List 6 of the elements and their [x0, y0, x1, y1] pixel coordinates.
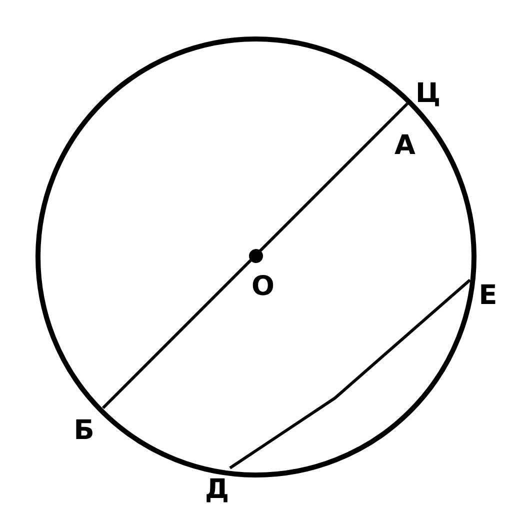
- point-label: Б: [74, 416, 94, 446]
- point-label: Ц: [415, 79, 441, 109]
- point-label: А: [394, 131, 416, 161]
- point-label: Е: [478, 281, 498, 311]
- point-label: Д: [204, 475, 230, 505]
- point-label: О: [252, 272, 274, 302]
